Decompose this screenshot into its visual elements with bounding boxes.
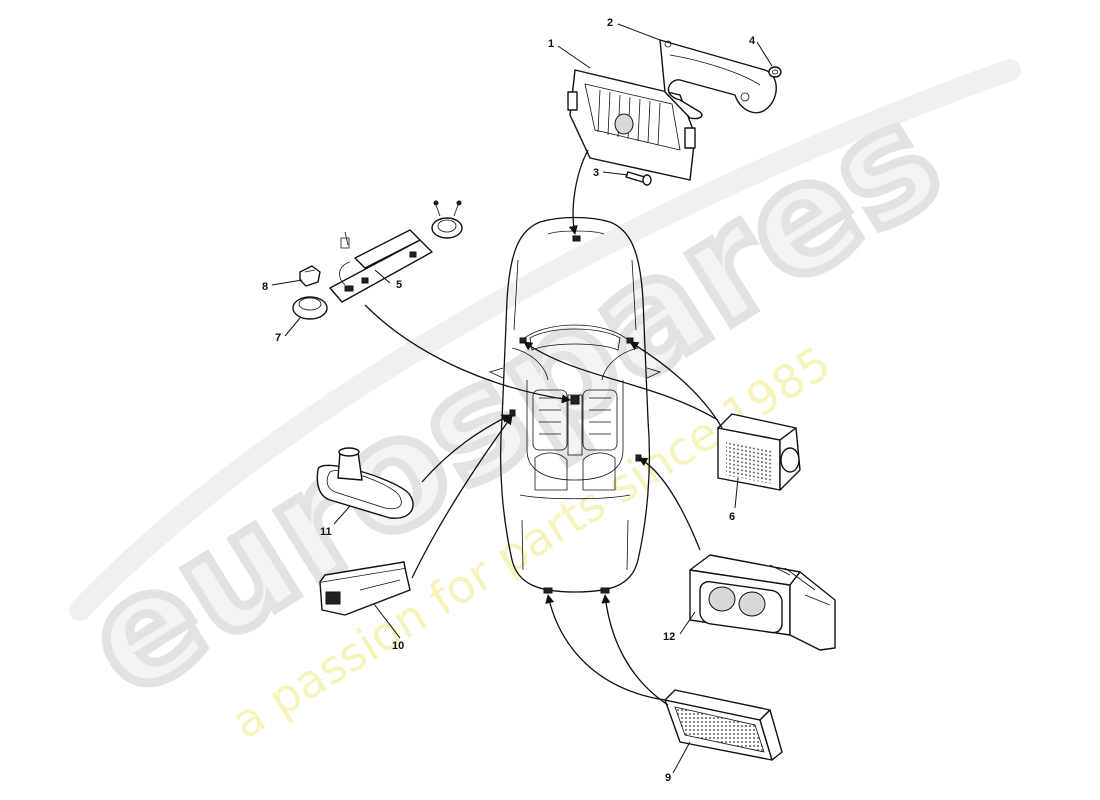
location-arrows: [364, 149, 723, 706]
callout-2: 2: [607, 17, 613, 29]
callout-10: 10: [392, 640, 404, 652]
part-6-side-lamp: [717, 413, 801, 491]
car-top-view: [488, 216, 662, 594]
callout-4: 4: [749, 35, 756, 47]
callout-labels: 1 2 3 4 5 6 7 8 9 10 11 12: [262, 17, 756, 784]
part-4-washer: [768, 66, 782, 78]
callout-7: 7: [275, 332, 281, 344]
callout-8: 8: [262, 281, 268, 293]
part-5-spot-lamp: [431, 200, 463, 239]
callout-5: 5: [396, 279, 402, 291]
callout-12: 12: [663, 631, 675, 643]
part-1-lamp: [567, 69, 696, 181]
callout-9: 9: [665, 772, 671, 784]
callout-11: 11: [320, 526, 332, 538]
part-2-gasket: [659, 39, 777, 120]
part-11-gear-boot: [316, 447, 414, 519]
part-3-screw: [625, 171, 652, 186]
part-8-bulb-holder: [299, 265, 321, 287]
part-7-round-lamp: [292, 296, 328, 320]
part-12-rect-lamp: [689, 554, 836, 651]
part-9-rear-lamp: [664, 689, 783, 761]
callout-1: 1: [548, 38, 554, 50]
part-10-switch: [319, 561, 411, 616]
leader-lines: [271, 23, 773, 774]
callout-3: 3: [593, 167, 599, 179]
part-5-interior-lamp: [329, 229, 433, 303]
callout-6: 6: [729, 511, 735, 523]
watermark: eurospares eurospares a passion for part…: [52, 59, 1021, 749]
